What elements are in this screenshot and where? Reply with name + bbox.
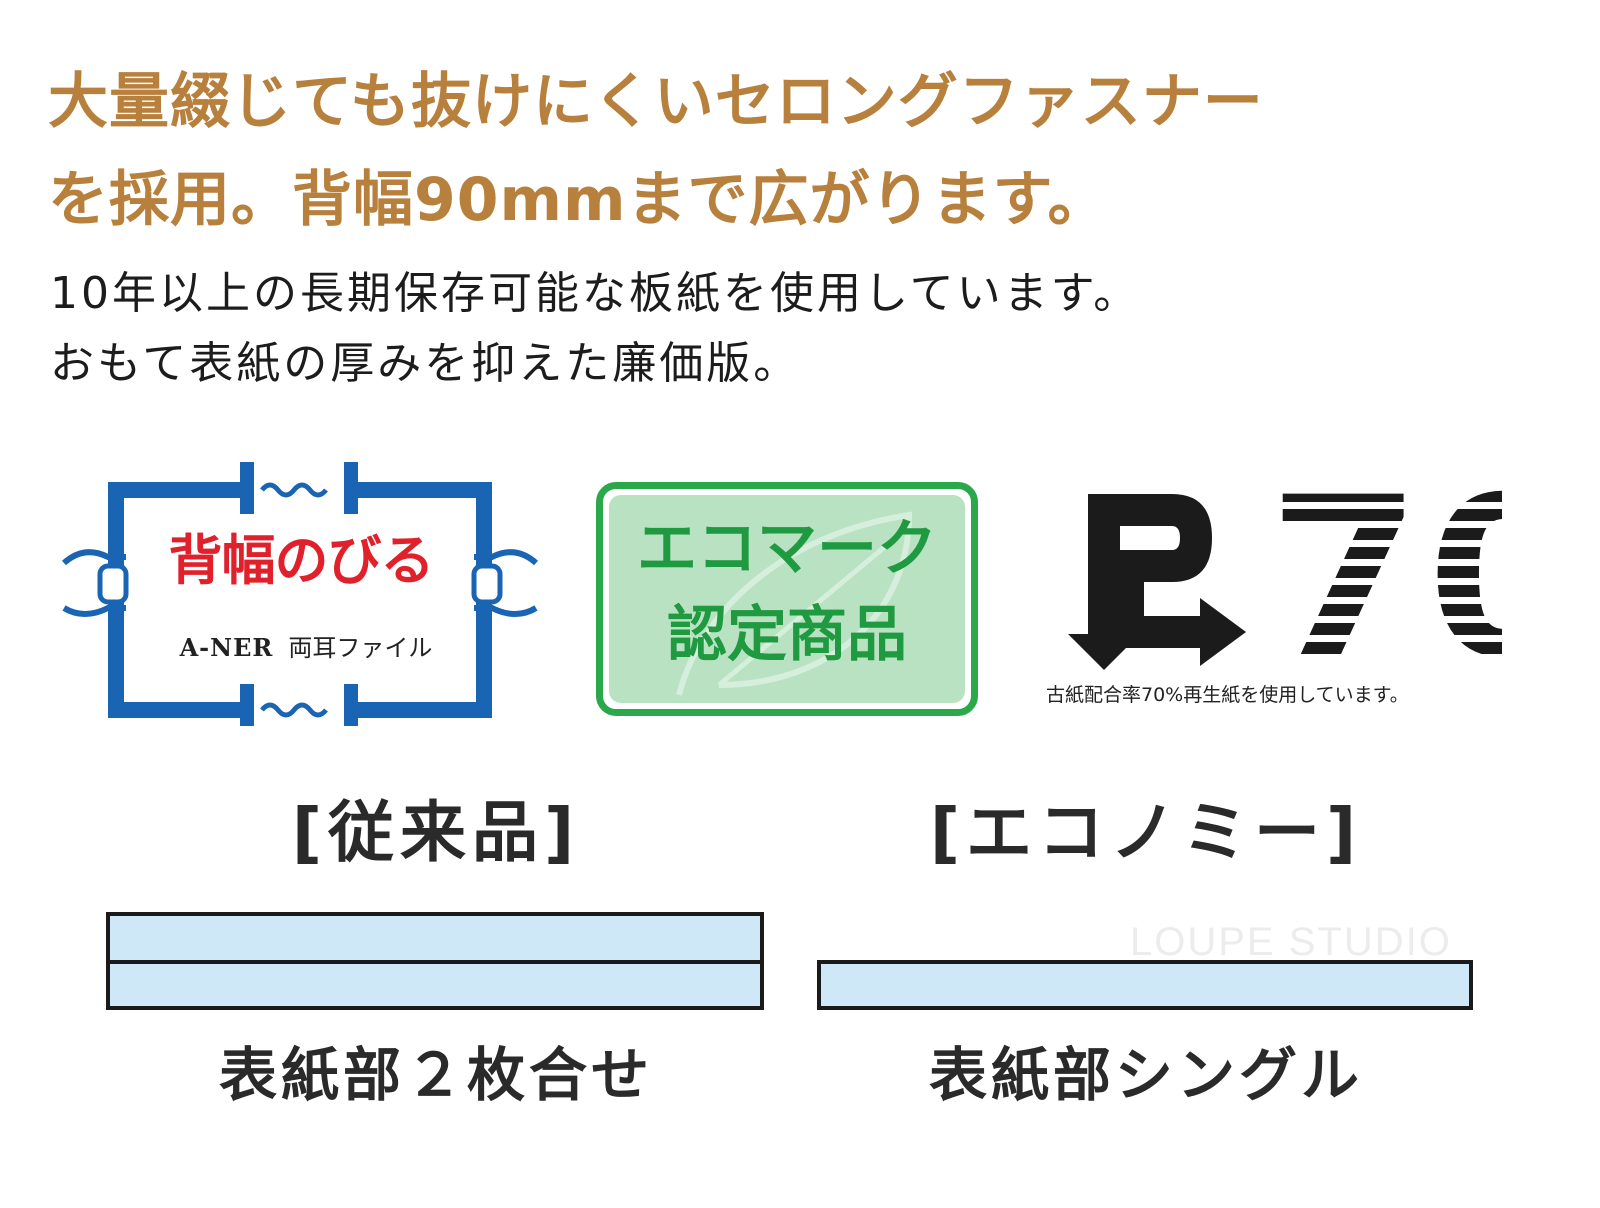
ecomark-badge: エコマーク 認定商品 [596, 482, 978, 716]
spine-badge-subtitle: A-NER 両耳ファイル [166, 633, 446, 662]
description-line-2: おもて表紙の厚みを抑えた廉価版。 [50, 338, 801, 389]
spine-badge-title: 背幅のびる [168, 529, 435, 592]
r70-badge: 70 古紙配合率70%再生紙を使用しています。 [1040, 486, 1510, 716]
watermark: LOUPE STUDIO [1130, 920, 1452, 964]
ecomark-line-1: エコマーク [637, 514, 937, 584]
conventional-cover-diagram [106, 912, 764, 1010]
product-name: 両耳ファイル [288, 634, 433, 662]
r70-note: 古紙配合率70%再生紙を使用しています。 [1046, 684, 1409, 706]
economy-caption: 表紙部シングル [928, 1041, 1363, 1109]
economy-title: [エコノミー] [929, 794, 1363, 871]
headline-line-2: を採用。背幅90mmまで広がります。 [48, 165, 1109, 235]
ecomark-line-2: 認定商品 [667, 600, 907, 670]
r70-number-graphic: 70 [1268, 490, 1502, 666]
r70-number: 70 [1268, 490, 1502, 666]
recycle-arrow-icon [1068, 494, 1246, 670]
cover-board-lower [106, 960, 764, 1010]
cover-board-upper [106, 912, 764, 964]
headline-line-1: 大量綴じても抜けにくいセロングファスナー [48, 67, 1264, 137]
conventional-title: [従来品] [291, 794, 581, 871]
leaf-icon [676, 511, 913, 696]
spine-expand-icon [61, 462, 539, 726]
economy-cover-board [817, 960, 1473, 1010]
spine-expand-badge: 背幅のびる A-NER 両耳ファイル [60, 458, 540, 726]
ecomark-panel: エコマーク 認定商品 [609, 495, 965, 703]
description-line-1: 10年以上の長期保存可能な板紙を使用しています。 [50, 268, 1141, 319]
conventional-caption: 表紙部２枚合せ [218, 1041, 653, 1109]
brand-name: A-NER [179, 633, 274, 662]
